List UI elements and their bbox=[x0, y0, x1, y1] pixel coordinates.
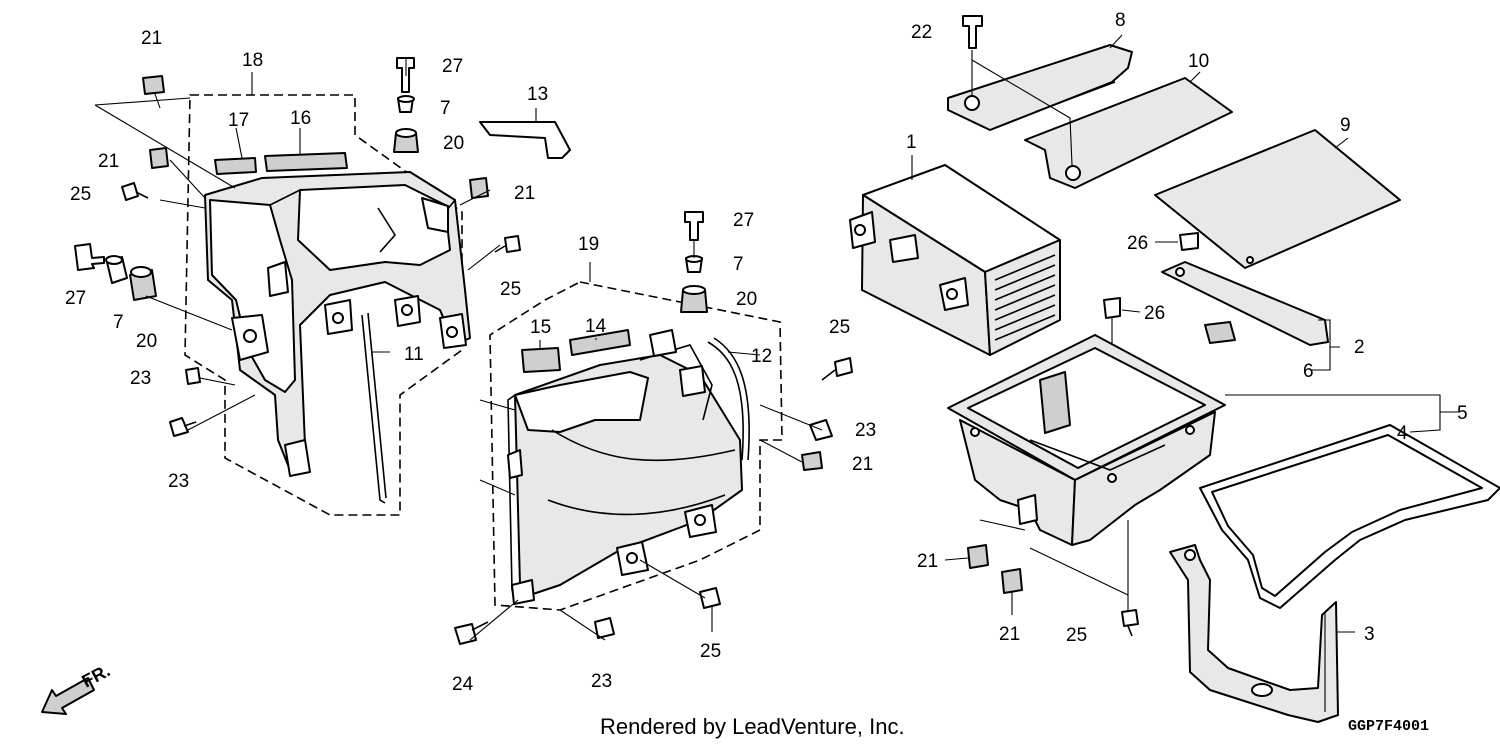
callout-15: 15 bbox=[530, 317, 551, 338]
callout-19: 19 bbox=[578, 234, 599, 255]
callout-17: 17 bbox=[228, 110, 249, 131]
callout-26: 26 bbox=[1144, 303, 1165, 324]
part-18-left-inner-cover bbox=[74, 57, 571, 516]
callout-14: 14 bbox=[585, 316, 607, 337]
callout-23: 23 bbox=[130, 368, 151, 389]
callout-9: 9 bbox=[1340, 115, 1351, 136]
callout-25: 25 bbox=[700, 641, 721, 662]
callout-8: 8 bbox=[1115, 10, 1126, 31]
callout-22: 22 bbox=[911, 22, 932, 43]
callout-7: 7 bbox=[733, 254, 744, 275]
callout-20: 20 bbox=[136, 331, 157, 352]
callout-18: 18 bbox=[242, 50, 263, 71]
callout-23: 23 bbox=[855, 420, 876, 441]
callout-12: 12 bbox=[751, 346, 772, 367]
callout-11: 11 bbox=[404, 344, 424, 365]
callout-25: 25 bbox=[500, 279, 521, 300]
callout-1: 1 bbox=[906, 132, 917, 153]
callout-23: 23 bbox=[168, 471, 189, 492]
callout-21: 21 bbox=[852, 454, 873, 475]
credit-text: Rendered by LeadVenture, Inc. bbox=[600, 714, 905, 739]
diagram-code: GGP7F4001 bbox=[1348, 718, 1429, 735]
callout-27: 27 bbox=[442, 56, 463, 77]
callout-7: 7 bbox=[440, 98, 451, 119]
callout-24: 24 bbox=[452, 674, 474, 695]
callout-25: 25 bbox=[1066, 625, 1087, 646]
callout-21: 21 bbox=[98, 151, 119, 172]
callout-6: 6 bbox=[1303, 361, 1314, 382]
callout-16: 16 bbox=[290, 108, 311, 129]
callout-20: 20 bbox=[736, 289, 757, 310]
callout-20: 20 bbox=[443, 133, 464, 154]
callout-2: 2 bbox=[1354, 337, 1365, 358]
callout-4: 4 bbox=[1397, 423, 1408, 444]
callout-26: 26 bbox=[1127, 233, 1148, 254]
battery-and-lids bbox=[849, 15, 1401, 371]
callout-labels: 21 18 27 7 20 13 17 16 21 25 21 27 7 20 … bbox=[65, 10, 1468, 695]
front-direction-arrow: FR. bbox=[41, 660, 113, 715]
part-19-middle-cover bbox=[454, 211, 853, 645]
callout-5: 5 bbox=[1457, 403, 1468, 424]
battery-case-assembly bbox=[944, 334, 1500, 723]
callout-23: 23 bbox=[591, 671, 612, 692]
callout-13: 13 bbox=[527, 84, 548, 105]
callout-21: 21 bbox=[514, 183, 535, 204]
callout-7: 7 bbox=[113, 312, 124, 333]
callout-27: 27 bbox=[733, 210, 754, 231]
callout-3: 3 bbox=[1364, 624, 1375, 645]
callout-21: 21 bbox=[141, 28, 162, 49]
callout-21: 21 bbox=[917, 551, 938, 572]
callout-25: 25 bbox=[829, 317, 850, 338]
callout-10: 10 bbox=[1188, 51, 1209, 72]
callout-25: 25 bbox=[70, 184, 91, 205]
callout-21: 21 bbox=[999, 624, 1020, 645]
callout-27: 27 bbox=[65, 288, 86, 309]
